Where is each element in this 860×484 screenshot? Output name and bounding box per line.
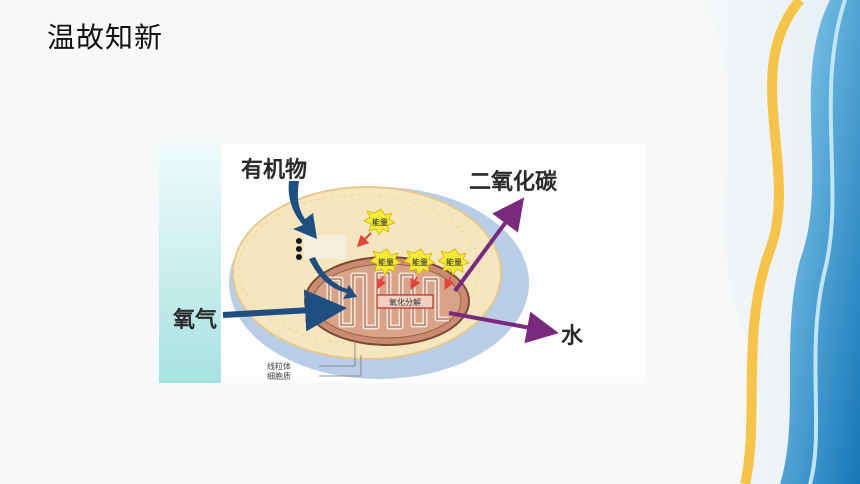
organic-matter-label: 有机物 [241,157,307,183]
dot-1 [296,238,302,244]
water-arrow [448,311,559,344]
oxygen-label: 氧气 [172,307,217,333]
yellow-wave-stroke [740,0,804,484]
carbon-dioxide-label: 二氧化碳 [469,169,558,195]
oxidative-decomposition-label: 氧化分解 [389,297,421,307]
carbon-dioxide-arrow [453,197,525,293]
energy-label-1: 能量 [372,217,388,227]
slide-title: 温故知新 [47,21,164,54]
cytoplasm-label: 细胞质 [267,371,291,381]
light-blue-wave-stroke [808,0,847,484]
mitochondria-label: 线粒体 [267,361,291,371]
dot-3 [296,254,302,260]
energy-star-top: 能量 [356,208,396,248]
energy-label-4: 能量 [446,257,462,267]
energy-star-2: 能量 [403,248,436,290]
energy-label-2: 能量 [378,257,394,267]
oxygen-arrow [222,289,347,332]
energy-label-3: 能量 [412,257,428,267]
organic-to-mitochondria-arrow [309,257,357,299]
dot-2 [296,246,302,252]
cell-respiration-diagram: 氧化分解 能量 能量 能量 能量 有机物 氧气 二氧化碳 水 线粒体 细胞质 [159,143,645,383]
oxidative-decomposition-box [376,294,434,309]
energy-star-1: 能量 [369,248,402,290]
water-label: 水 [561,324,584,349]
energy-star-3: 能量 [437,248,470,290]
left-teal-panel [159,143,221,383]
organic-matter-arrow [288,181,317,239]
blue-wave-shape [780,0,860,484]
